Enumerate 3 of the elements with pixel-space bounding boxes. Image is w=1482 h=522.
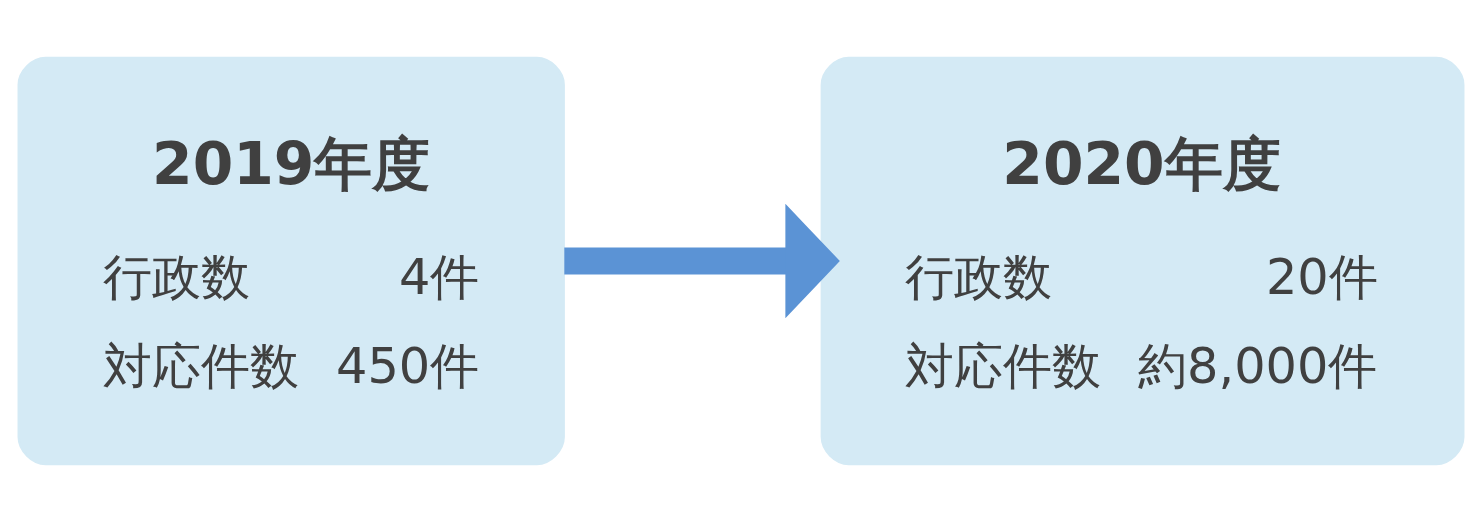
arrow xyxy=(564,203,840,319)
node-box: 2019年度 行政数 4件 対応件数 450件 xyxy=(17,56,565,466)
node-box: 2020年度 行政数 20件 対応件数 約8,000件 xyxy=(820,56,1465,466)
